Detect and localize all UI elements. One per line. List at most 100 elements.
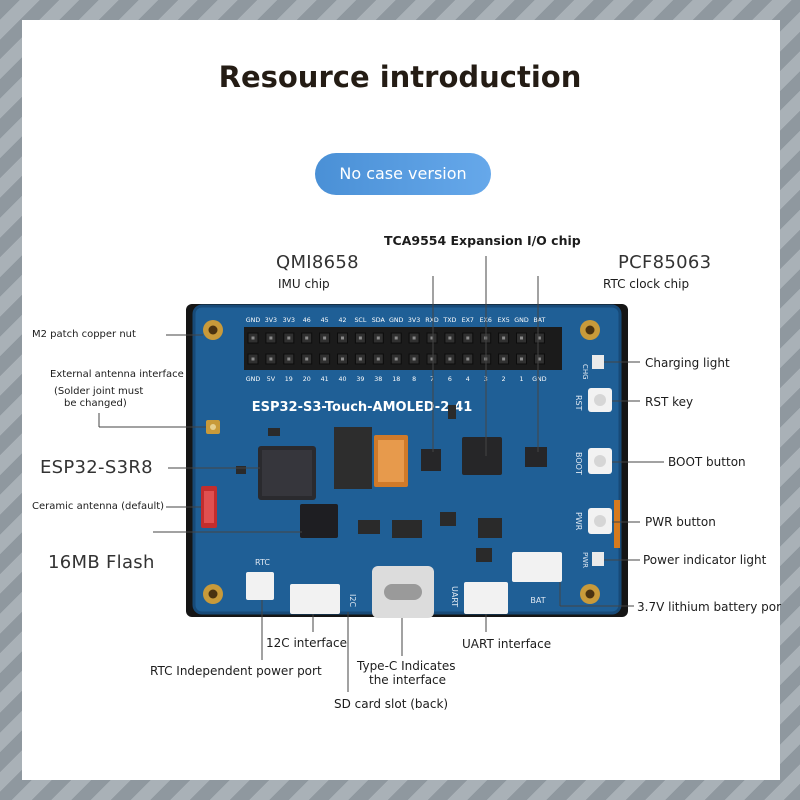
charging-light-label: Charging light xyxy=(645,356,730,370)
header-pin-tip xyxy=(358,336,362,340)
header-pin-tip xyxy=(376,336,380,340)
top-pin-label: 3V3 xyxy=(408,317,420,324)
top-pin-label: RXD xyxy=(425,317,439,324)
passive-components xyxy=(236,405,502,562)
mounting-holes xyxy=(203,320,600,604)
silk-uart: UART xyxy=(450,586,459,607)
rst-key-label: RST key xyxy=(645,395,694,409)
rtc-clock-chip-label: RTC clock chip xyxy=(603,277,690,291)
header-pin-tip xyxy=(251,336,255,340)
header-pin-tip xyxy=(341,357,344,361)
header-pin-tip xyxy=(394,357,398,361)
bottom-pin-label: 8 xyxy=(412,376,416,383)
header-pin-tip xyxy=(269,357,273,361)
bottom-pin-label: 20 xyxy=(303,376,311,383)
bottom-pin-label: 38 xyxy=(374,376,382,383)
rtc-power-port-label: RTC Independent power port xyxy=(150,664,322,678)
bottom-pin-label: GND xyxy=(532,376,547,383)
header-pin-tip xyxy=(394,336,398,340)
battery-port-label: 3.7V lithium battery por xyxy=(637,600,782,614)
header-pin-tip xyxy=(430,336,434,340)
top-pin-label: EX5 xyxy=(497,317,509,324)
header-pin-tip xyxy=(466,357,470,361)
silk-rst: RST xyxy=(574,395,583,411)
ext-antenna-note-1: (Solder joint must xyxy=(54,386,144,397)
qmi8658-label: QMI8658 xyxy=(276,252,359,273)
header-pin-tip xyxy=(430,357,434,361)
bottom-pin-label: 40 xyxy=(338,376,346,383)
page-title: Resource introduction xyxy=(218,60,582,94)
i2c-connector xyxy=(290,584,340,614)
bottom-pin-label: 39 xyxy=(356,376,364,383)
silk-pwr: PWR xyxy=(574,512,583,531)
silk-pwr-led: PWR xyxy=(581,552,589,568)
pcf85063-label: PCF85063 xyxy=(618,252,712,273)
top-pin-label: 45 xyxy=(321,317,329,324)
top-pin-label: SDA xyxy=(372,317,386,324)
header-pin-tip xyxy=(376,357,380,361)
bottom-pin-label: 4 xyxy=(466,376,470,383)
uart-interface-label: UART interface xyxy=(462,637,552,651)
header-pin-tip xyxy=(412,336,416,340)
top-pin-label: 42 xyxy=(338,317,346,324)
header-pin-tip xyxy=(537,357,541,361)
ceramic-antenna-label: Ceramic antenna (default) xyxy=(32,501,165,512)
battery-connector xyxy=(512,552,562,582)
header-pin-tip xyxy=(287,336,291,340)
header-pin-tip xyxy=(323,336,327,340)
header-pin-tip xyxy=(448,336,452,340)
imu-chip-label: IMU chip xyxy=(278,277,330,291)
top-pin-label: BAT xyxy=(533,317,545,324)
sd-card-slot-label: SD card slot (back) xyxy=(334,697,449,711)
imu-chip xyxy=(421,449,441,471)
flash-chip xyxy=(300,504,338,538)
rtc-connector xyxy=(246,572,274,600)
i2c-interface-label: 12C interface xyxy=(266,636,347,650)
boot-button-label: BOOT button xyxy=(668,455,746,469)
tca9554-label: TCA9554 Expansion I/O chip xyxy=(384,233,581,248)
tca9554-chip xyxy=(462,437,502,475)
ext-antenna-note-2: be changed) xyxy=(64,398,127,409)
fpc-ribbon xyxy=(334,427,372,489)
top-pin-label: GND xyxy=(246,317,261,324)
header-pin-tip xyxy=(323,357,327,361)
header-pin-tip xyxy=(502,357,506,361)
silk-boot: BOOT xyxy=(574,452,583,475)
m2-nut-label: M2 patch copper nut xyxy=(32,329,136,340)
bottom-pin-label: 41 xyxy=(321,376,329,383)
bottom-pin-label: 18 xyxy=(392,376,400,383)
bottom-pin-label: 5V xyxy=(267,376,276,383)
silk-rtc: RTC xyxy=(255,558,270,567)
ext-antenna-label: External antenna interface xyxy=(50,369,184,380)
header-pin-tip xyxy=(412,357,416,361)
leader-lines xyxy=(98,256,664,692)
bottom-pin-label: 7 xyxy=(430,376,434,383)
right-side-buttons xyxy=(588,355,620,566)
header-pin-tip xyxy=(502,336,506,340)
silk-i2c: I2C xyxy=(348,594,357,607)
bottom-pin-label: 19 xyxy=(285,376,293,383)
esp32-s3r8-label: ESP32-S3R8 xyxy=(40,457,153,478)
top-pin-label: 3V3 xyxy=(283,317,295,324)
header-pin-tip xyxy=(251,357,255,361)
header-pin-tip xyxy=(520,357,523,361)
header-pin-tip xyxy=(305,336,309,340)
pwr-button-label: PWR button xyxy=(645,515,716,529)
power-indicator-label: Power indicator light xyxy=(643,553,767,567)
silk-chg: CHG xyxy=(581,364,589,380)
pcf85063-chip xyxy=(525,447,547,467)
uart-connector xyxy=(464,582,508,614)
header-pin-tip xyxy=(269,336,273,340)
flash-label: 16MB Flash xyxy=(48,552,155,573)
no-case-version-badge[interactable]: No case version xyxy=(315,153,491,195)
header-pin-tip xyxy=(466,336,470,340)
header-pin-tip xyxy=(341,336,344,340)
header-pin-tip xyxy=(287,357,291,361)
top-pin-label: GND xyxy=(389,317,404,324)
top-pin-label: 46 xyxy=(303,317,311,324)
top-pin-label: GND xyxy=(514,317,529,324)
header-pin-tip xyxy=(448,357,452,361)
